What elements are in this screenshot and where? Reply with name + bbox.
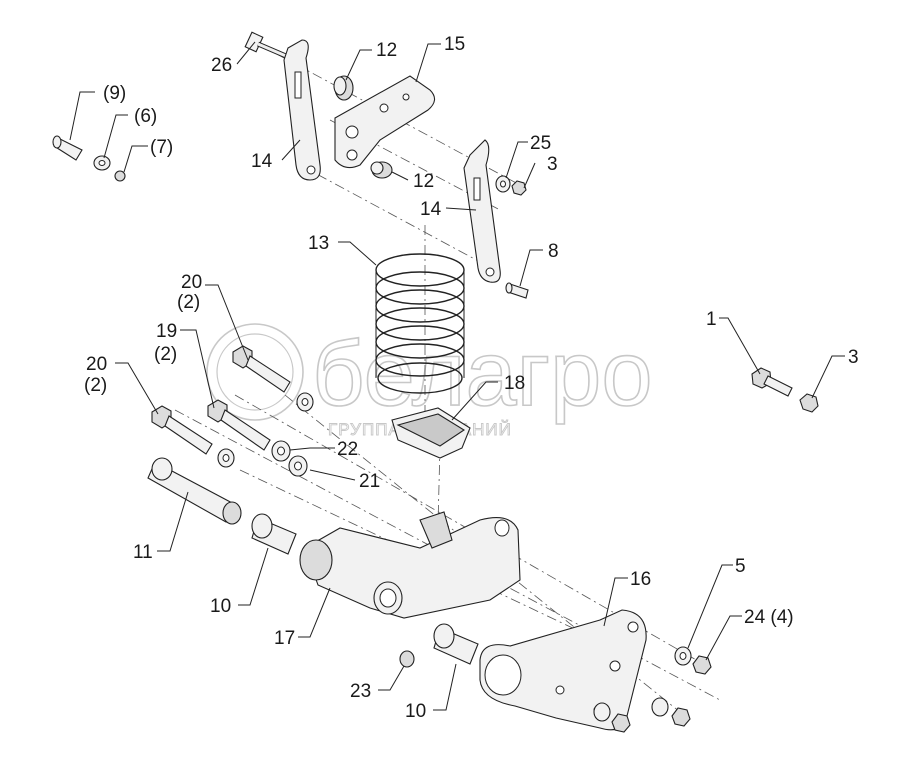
callout-24: 24 (4) (744, 607, 794, 628)
callout-6: (6) (134, 106, 157, 127)
link-plate-14-left (283, 39, 321, 181)
watermark-brand: белагро (312, 323, 653, 425)
callout-25: 25 (530, 133, 551, 154)
watermark-logo-icon (206, 323, 304, 421)
callout-10-upper: 10 (210, 596, 231, 617)
spring-13 (375, 253, 465, 394)
callout-7: (7) (150, 137, 173, 158)
plate-16 (479, 609, 647, 731)
callout-8: 8 (548, 241, 559, 262)
callout-5: 5 (735, 556, 746, 577)
watermark: белагро ГРУППА КОМПАНИЙ (206, 322, 653, 439)
bushing-10-lower (433, 623, 479, 665)
callout-14-right: 14 (420, 199, 442, 220)
callout-26: 26 (211, 55, 232, 76)
callout-19-qty: (2) (154, 344, 177, 365)
nut-3-right (799, 393, 819, 413)
callouts: 26 12 15 (9) (6) (7) 14 25 3 12 14 13 8 … (84, 34, 859, 722)
callout-23: 23 (350, 681, 371, 702)
washer-25 (495, 175, 511, 193)
callout-20-upper-number: 20 (181, 272, 202, 293)
tube-11 (147, 457, 242, 525)
washer-5 (674, 646, 692, 666)
bolt-26 (244, 31, 287, 59)
callout-10-lower: 10 (405, 701, 426, 722)
callout-14-left: 14 (251, 151, 273, 172)
callout-18: 18 (504, 373, 525, 394)
bushing-10-upper (251, 513, 297, 555)
link-plate-14-right (463, 139, 501, 283)
spring-seat-18 (391, 407, 471, 459)
callout-20-lower-qty: (2) (84, 375, 107, 396)
leader-lines (69, 41, 845, 711)
callout-20-lower-number: 20 (86, 354, 107, 375)
arm-17 (299, 511, 521, 619)
washer-6 (93, 155, 111, 171)
sleeve-12-upper (333, 75, 354, 101)
nut-3-upper (511, 180, 527, 196)
callout-12-upper: 12 (376, 40, 397, 61)
plug-23 (399, 650, 415, 668)
callout-19-number: 19 (156, 321, 177, 342)
callout-3-upper: 3 (547, 154, 558, 175)
washer-nut-lower-left (593, 702, 631, 733)
washer-nut-lower-right (651, 697, 691, 727)
bolt-20-upper (232, 345, 291, 393)
bolt-20-lower (151, 405, 213, 455)
sleeve-12-lower (370, 161, 393, 179)
callout-21: 21 (359, 471, 380, 492)
callout-1: 1 (706, 309, 717, 330)
callout-9: (9) (103, 83, 126, 104)
pin-9 (52, 135, 83, 161)
bracket-15 (334, 75, 436, 169)
callout-11: 11 (133, 542, 153, 563)
callout-13: 13 (308, 233, 329, 254)
nut-24-upper (692, 655, 712, 675)
bolt-1 (751, 367, 793, 397)
callout-3-right: 3 (848, 347, 859, 368)
callout-15: 15 (444, 34, 465, 55)
clip-7 (114, 170, 126, 182)
callout-12-lower: 12 (413, 171, 434, 192)
callout-22: 22 (337, 439, 358, 460)
callout-20-upper-qty: (2) (177, 292, 200, 313)
callout-16: 16 (630, 569, 651, 590)
pin-8 (505, 282, 529, 299)
washers-left (217, 392, 314, 477)
bolt-19 (207, 399, 271, 451)
callout-17: 17 (274, 628, 295, 649)
